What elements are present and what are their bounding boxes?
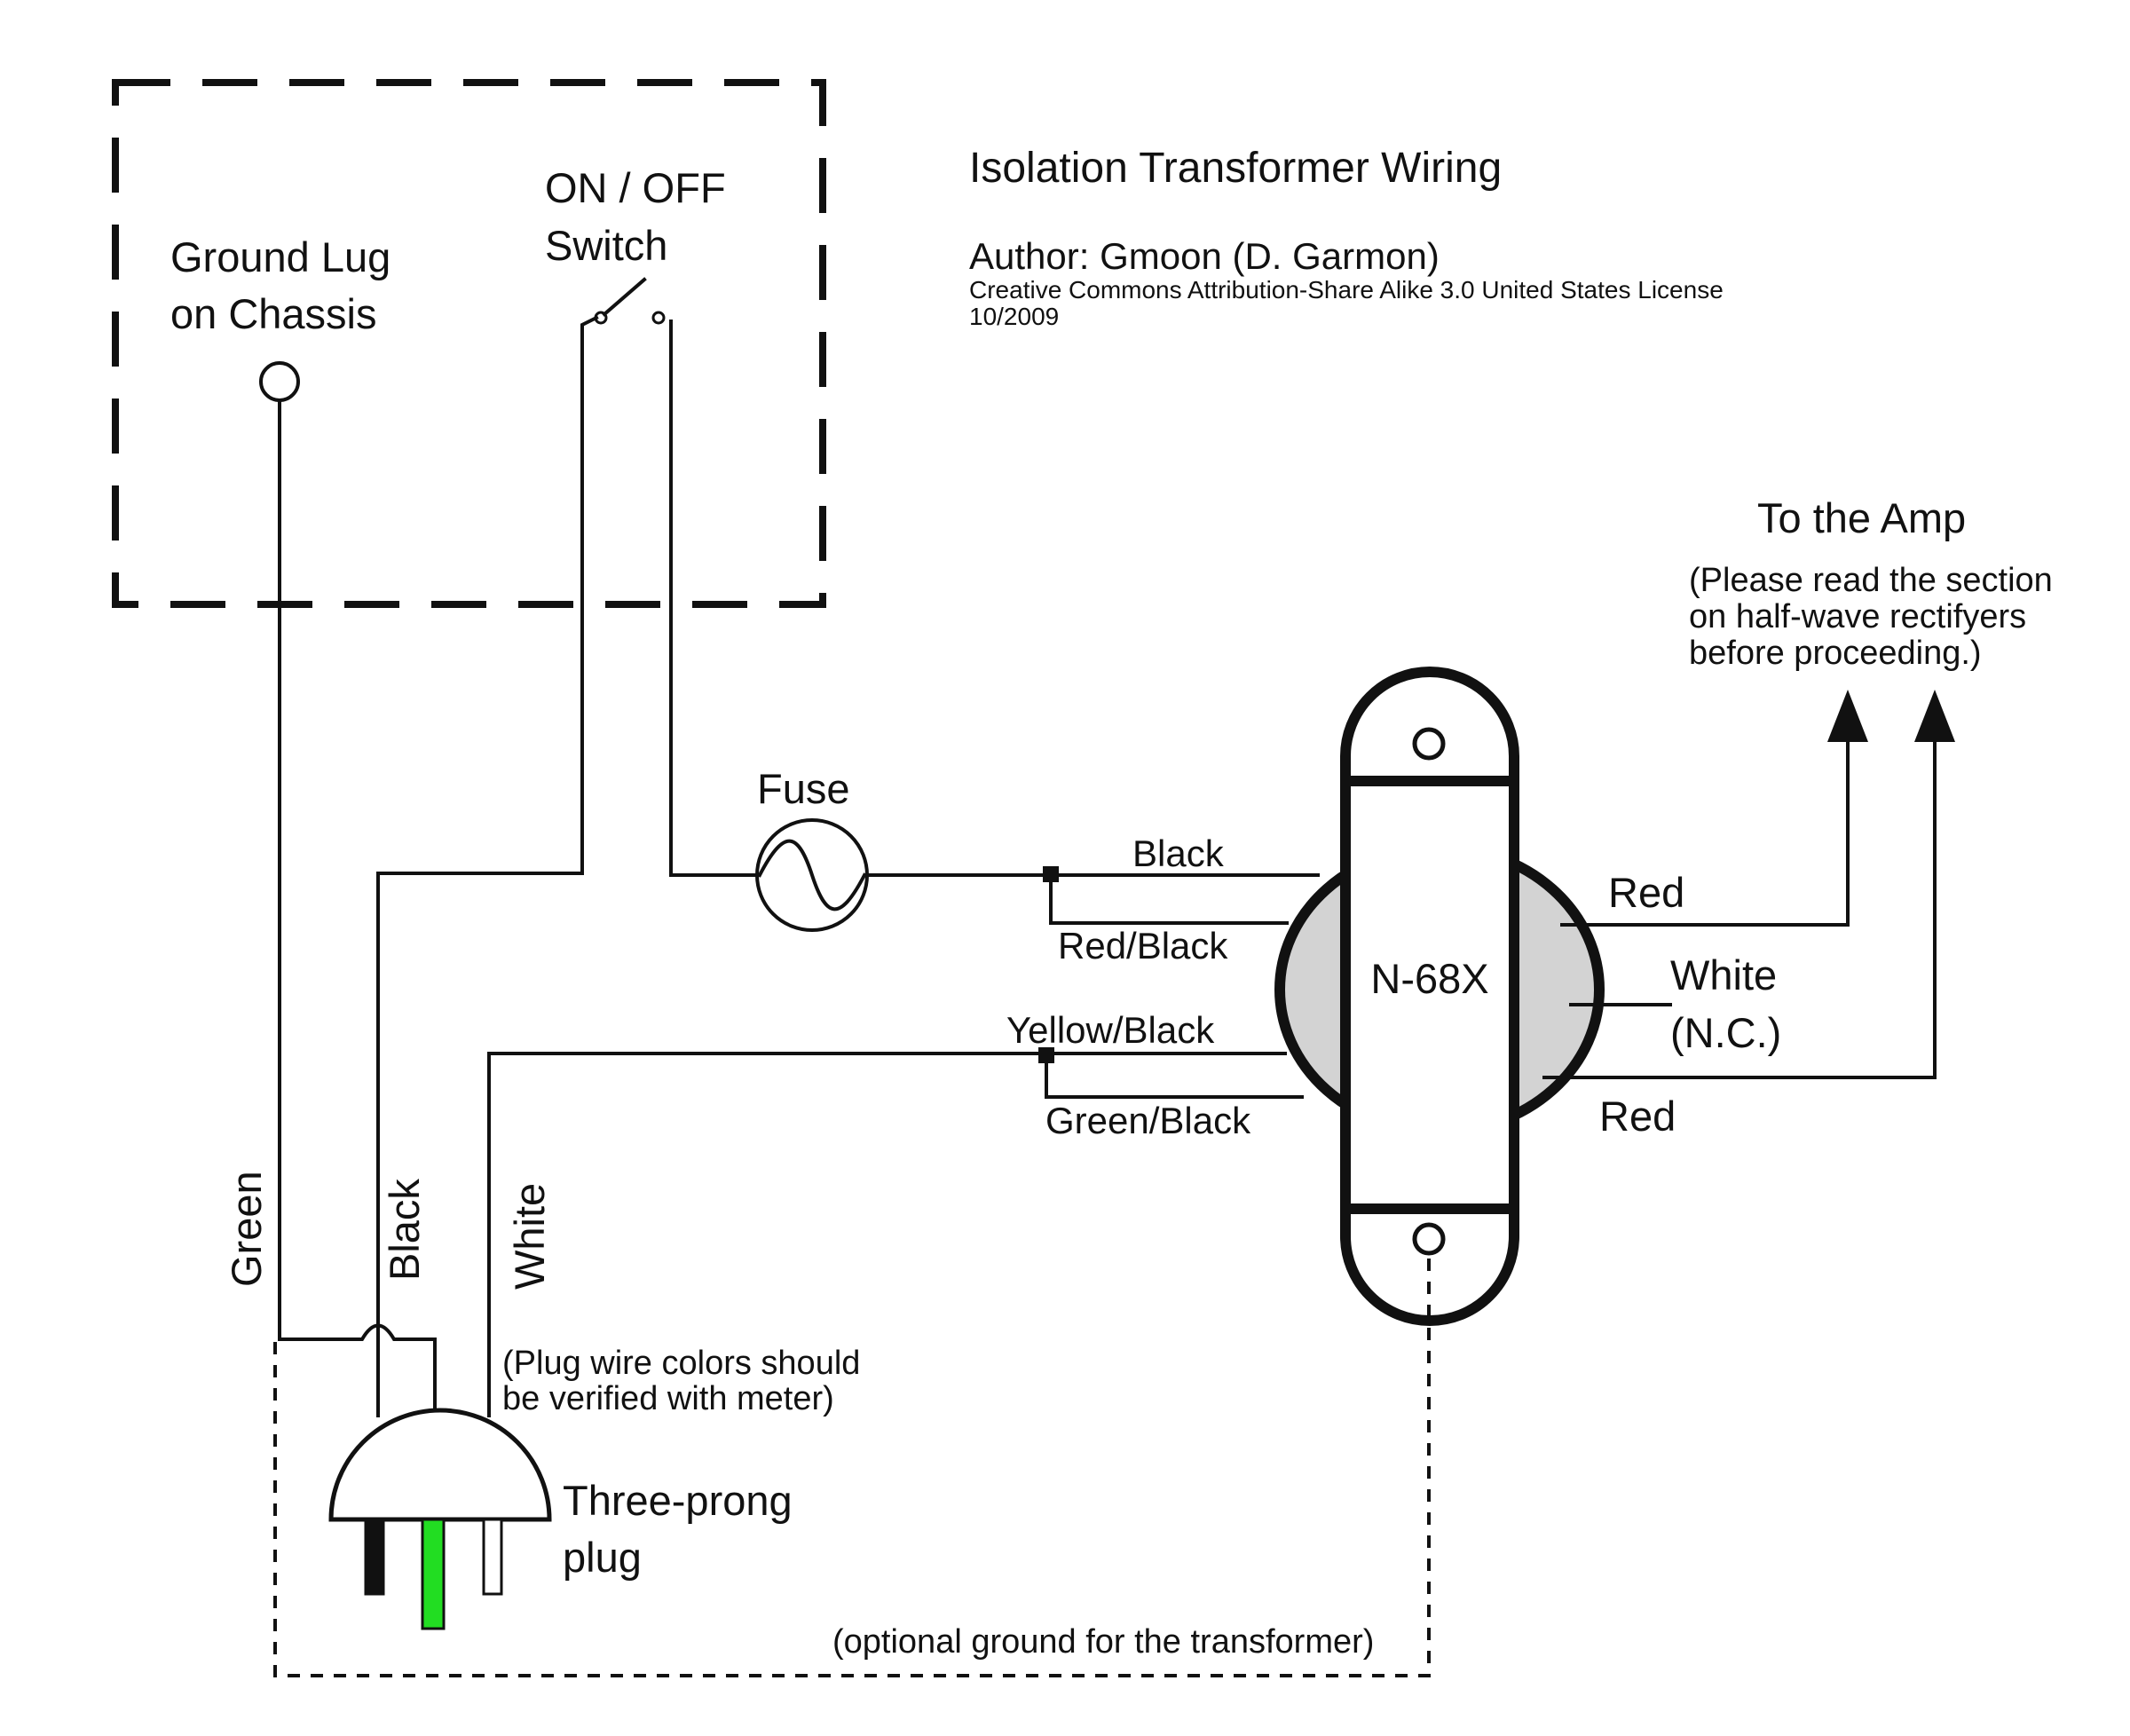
ground-lug-label-line1: Ground Lug [170, 233, 390, 280]
chassis-enclosure [112, 79, 826, 608]
fuse-element [757, 839, 867, 911]
plug-verify-note-line2: be verified with meter) [502, 1380, 834, 1417]
switched-hot-wire [669, 320, 759, 877]
author-text: Author: Gmoon (D. Garmon) [969, 235, 1440, 277]
output-arrow-right-icon [1914, 690, 1955, 742]
optional-ground-label: (optional ground for the transformer) [832, 1623, 1374, 1661]
three-prong-plug [328, 1408, 552, 1630]
output-arrow-left-icon [1827, 690, 1868, 742]
ground-lug-terminal [259, 361, 300, 402]
output-heading: To the Amp [1757, 494, 1966, 541]
primary-bottom-junction [1038, 1047, 1054, 1063]
secondary-white-label: White [1670, 951, 1777, 998]
optional-ground-wire [273, 1256, 1431, 1677]
primary-green-black-wire [1045, 1061, 1304, 1099]
primary-red-black-wire [1049, 880, 1289, 925]
secondary-red-wire-top [1560, 733, 1850, 927]
secondary-red-top-label: Red [1608, 869, 1684, 916]
primary-black-label: Black [1132, 832, 1225, 874]
switch-label-line1: ON / OFF [545, 164, 726, 211]
plug-ground-prong [421, 1518, 446, 1630]
switch-label-line2: Switch [545, 222, 667, 269]
transformer-model-label: N-68X [1370, 955, 1488, 1002]
secondary-red-bottom-label: Red [1599, 1093, 1676, 1140]
fuse-label: Fuse [757, 765, 850, 812]
transformer-bottom-mounting-hole [1412, 1222, 1446, 1256]
plug-hot-prong [364, 1518, 385, 1596]
switch-terminal-right [651, 311, 666, 325]
green-wire-label: Green [223, 1171, 270, 1287]
transformer-top-bracket [1340, 667, 1519, 786]
plug-verify-note-line1: (Plug wire colors should [502, 1345, 860, 1382]
transformer-top-mounting-hole [1412, 727, 1446, 761]
output-note-line2: on half-wave rectifyers [1689, 598, 2026, 635]
primary-top-junction [1043, 866, 1059, 882]
transformer: N-68X [1274, 667, 1605, 1326]
primary-red-black-label: Red/Black [1058, 925, 1228, 967]
plug-label-line1: Three-prong [563, 1477, 793, 1524]
secondary-red-wire-bottom [1542, 733, 1937, 1079]
plug-neutral-prong [482, 1518, 503, 1596]
secondary-nc-label: (N.C.) [1670, 1009, 1781, 1056]
diagram-title: Isolation Transformer Wiring [969, 145, 1502, 192]
primary-yellow-black-label: Yellow/Black [1006, 1009, 1215, 1051]
switch-lever [602, 277, 647, 317]
plug-body [328, 1408, 552, 1522]
output-note-line3: before proceeding.) [1689, 635, 1982, 672]
plug-label-line2: plug [563, 1534, 642, 1581]
white-wire-label: White [506, 1183, 553, 1290]
transformer-body [1340, 776, 1519, 1214]
black-wire-label: Black [381, 1179, 428, 1281]
license-text: Creative Commons Attribution-Share Alike… [969, 276, 1724, 304]
output-note-line1: (Please read the section [1689, 562, 2053, 599]
ground-lug-label-line2: on Chassis [170, 290, 377, 337]
date-text: 10/2009 [969, 303, 1059, 330]
black-hot-wire [376, 315, 599, 1417]
white-neutral-wire [487, 1052, 1287, 1417]
primary-green-black-label: Green/Black [1045, 1100, 1251, 1141]
